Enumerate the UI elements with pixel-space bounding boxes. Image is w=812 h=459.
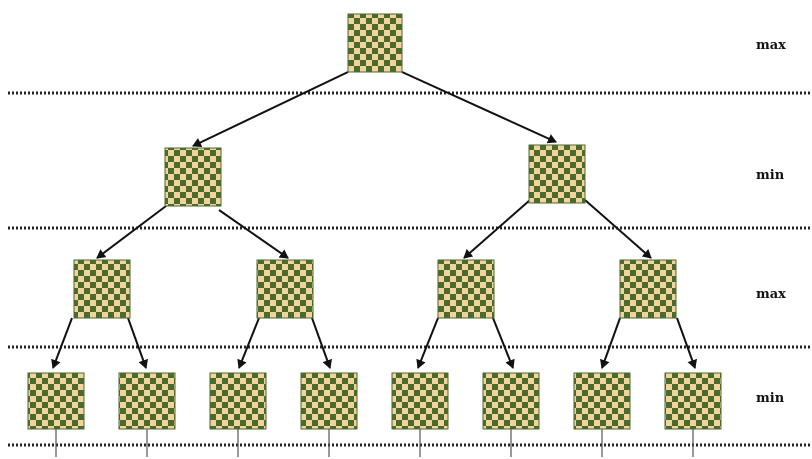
board-node bbox=[256, 259, 314, 319]
tree-edge bbox=[401, 71, 557, 144]
tree-edge bbox=[311, 317, 332, 369]
board-node-leaf bbox=[118, 372, 176, 430]
board-node-leaf bbox=[300, 372, 358, 430]
tree-edge bbox=[96, 202, 171, 259]
tree-edge bbox=[600, 317, 621, 369]
level-label: max bbox=[756, 38, 786, 53]
board-node-leaf bbox=[573, 372, 631, 430]
level-labels: max min max min bbox=[756, 38, 786, 406]
tree-edge bbox=[463, 199, 531, 259]
tree-edge bbox=[584, 199, 652, 259]
board-node-root bbox=[347, 13, 403, 73]
board-node-leaf bbox=[27, 372, 85, 430]
board-nodes bbox=[27, 13, 722, 430]
tree-edge bbox=[192, 71, 349, 148]
tree-edge bbox=[676, 317, 697, 369]
board-node bbox=[619, 259, 677, 319]
tree-edge bbox=[237, 317, 260, 369]
board-node bbox=[528, 144, 586, 204]
board-node-leaf bbox=[664, 372, 722, 430]
tree-edges bbox=[51, 71, 697, 369]
board-node-leaf bbox=[209, 372, 267, 430]
tree-edge bbox=[127, 317, 148, 369]
board-node bbox=[437, 259, 495, 319]
tree-edge bbox=[51, 317, 73, 369]
board-node bbox=[73, 259, 131, 319]
tree-edge bbox=[218, 209, 289, 259]
level-separators bbox=[8, 91, 812, 447]
level-label: min bbox=[756, 391, 785, 406]
leaf-stubs bbox=[55, 429, 694, 457]
tree-edge bbox=[492, 317, 515, 369]
board-node bbox=[164, 147, 222, 207]
tree-edge bbox=[416, 317, 439, 369]
level-label: min bbox=[756, 168, 785, 183]
board-node-leaf bbox=[482, 372, 540, 430]
board-node-leaf bbox=[391, 372, 449, 430]
level-label: max bbox=[756, 287, 786, 302]
